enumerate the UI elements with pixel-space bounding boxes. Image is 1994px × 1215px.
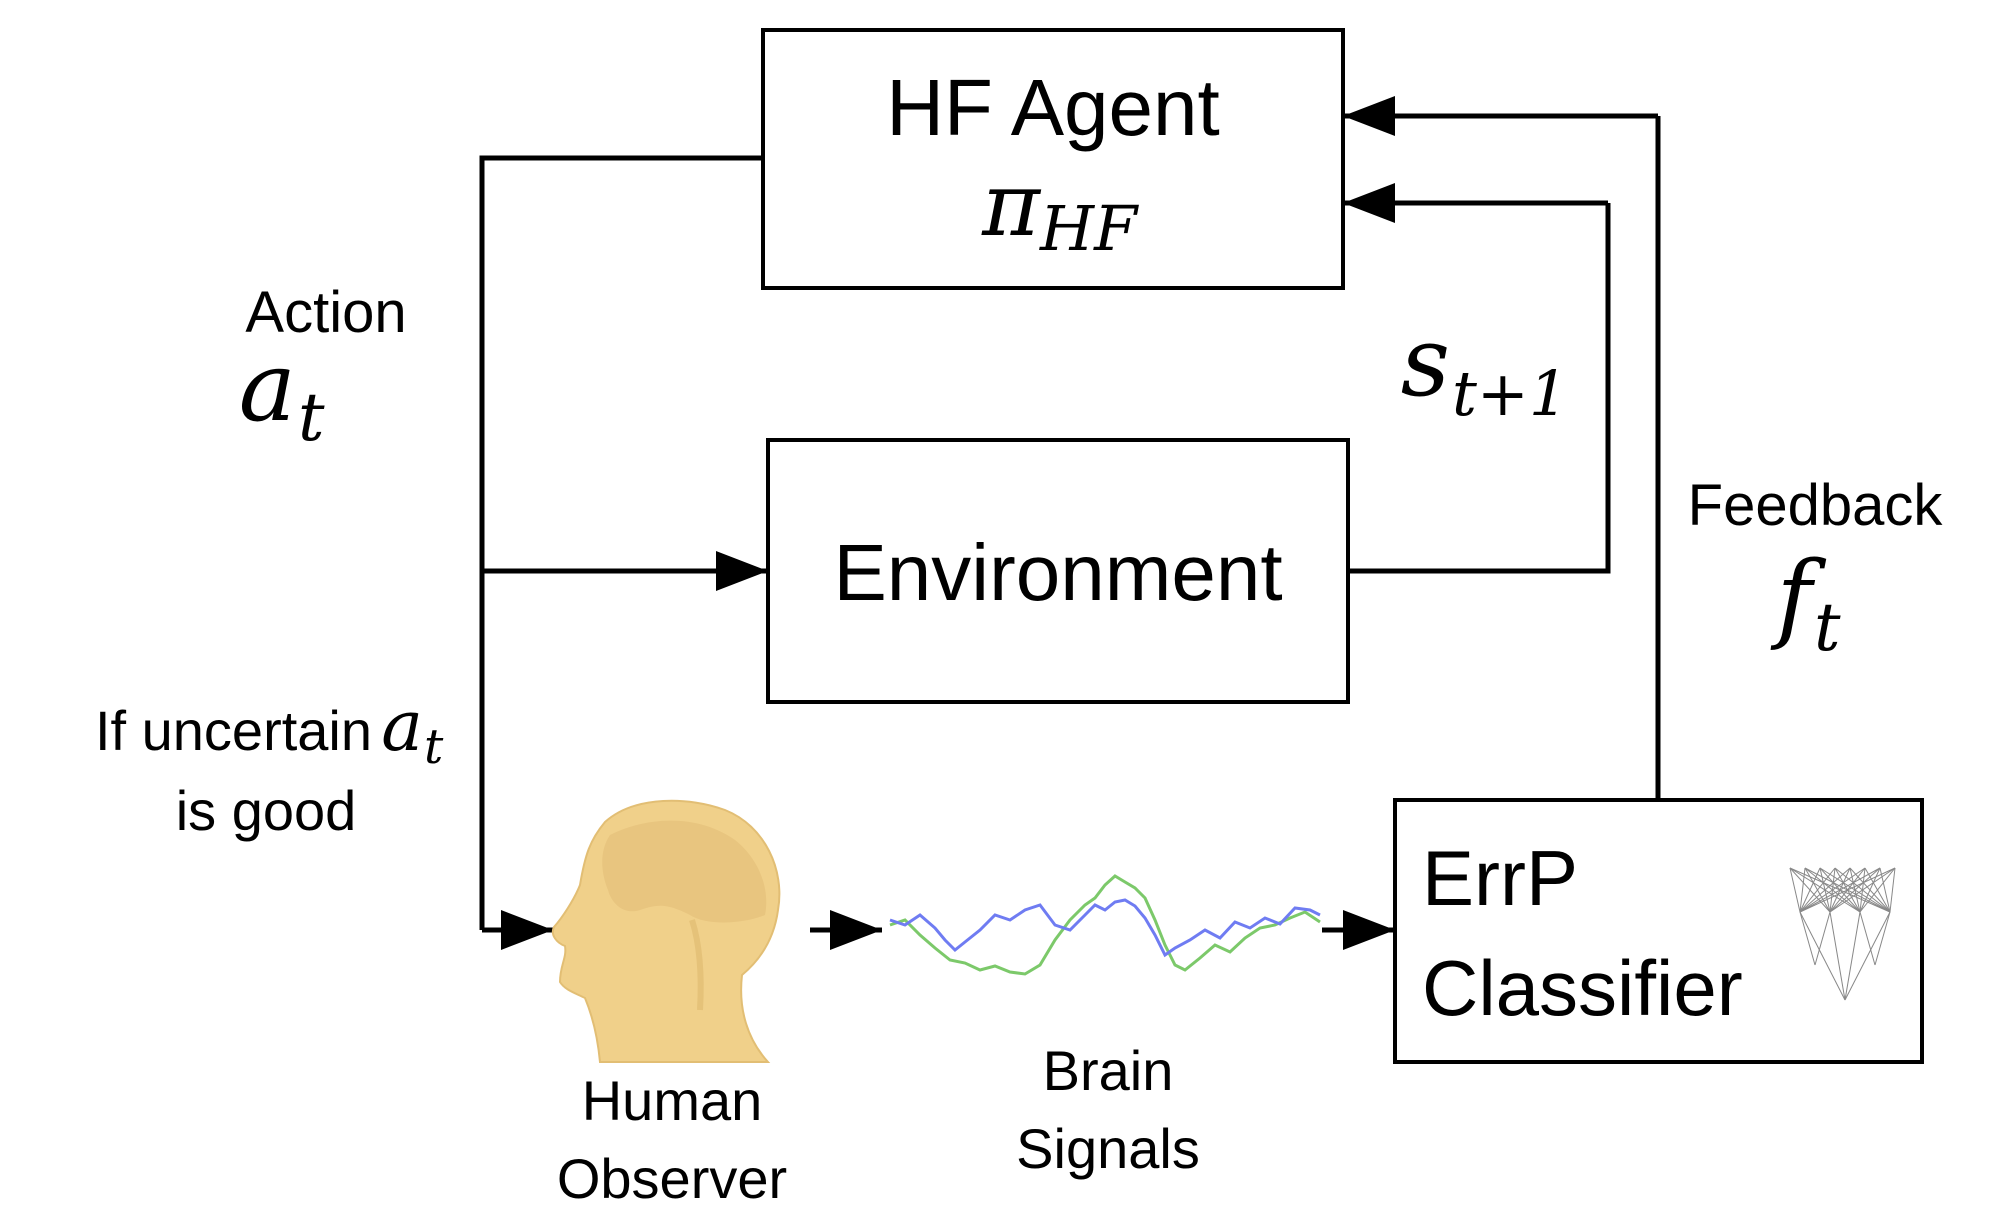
brain-signals-waveform bbox=[889, 874, 1321, 976]
feedback-label: Feedback bbox=[1688, 473, 1944, 538]
signal-blue bbox=[889, 898, 1321, 958]
query-subscript: t bbox=[424, 719, 444, 775]
errp-label: ErrP bbox=[1422, 834, 1578, 922]
human-observer-label-line2: Observer bbox=[557, 1147, 787, 1210]
signal-green bbox=[889, 874, 1321, 976]
human-observer-label-line1: Human bbox=[582, 1069, 763, 1132]
hf-agent-label: HF Agent bbox=[886, 63, 1220, 152]
environment-label: Environment bbox=[833, 528, 1282, 617]
environment-box bbox=[766, 438, 1350, 704]
brain-signals-label-line1: Brain bbox=[1043, 1039, 1174, 1102]
neural-network-icon bbox=[1789, 867, 1896, 1001]
query-label: If uncertain bbox=[95, 699, 372, 762]
feedback-subscript: t bbox=[1814, 589, 1841, 666]
brain-signals-label-line2: Signals bbox=[1016, 1117, 1200, 1180]
state-line bbox=[1348, 203, 1611, 574]
pi-symbol: π bbox=[981, 153, 1042, 256]
hf-agent-box bbox=[761, 28, 1345, 290]
action-subscript: t bbox=[298, 379, 325, 456]
action-symbol: a bbox=[239, 331, 296, 443]
human-head-icon bbox=[551, 799, 781, 1063]
next-state-subscript: t+1 bbox=[1452, 357, 1568, 430]
next-state-symbol: s bbox=[1401, 306, 1450, 418]
classifier-label: Classifier bbox=[1422, 944, 1743, 1032]
query-label-line2: is good bbox=[176, 779, 357, 842]
pi-subscript: HF bbox=[1039, 192, 1139, 265]
action-label: Action bbox=[245, 280, 406, 345]
query-symbol: a bbox=[381, 685, 423, 767]
action-line bbox=[479, 155, 763, 930]
